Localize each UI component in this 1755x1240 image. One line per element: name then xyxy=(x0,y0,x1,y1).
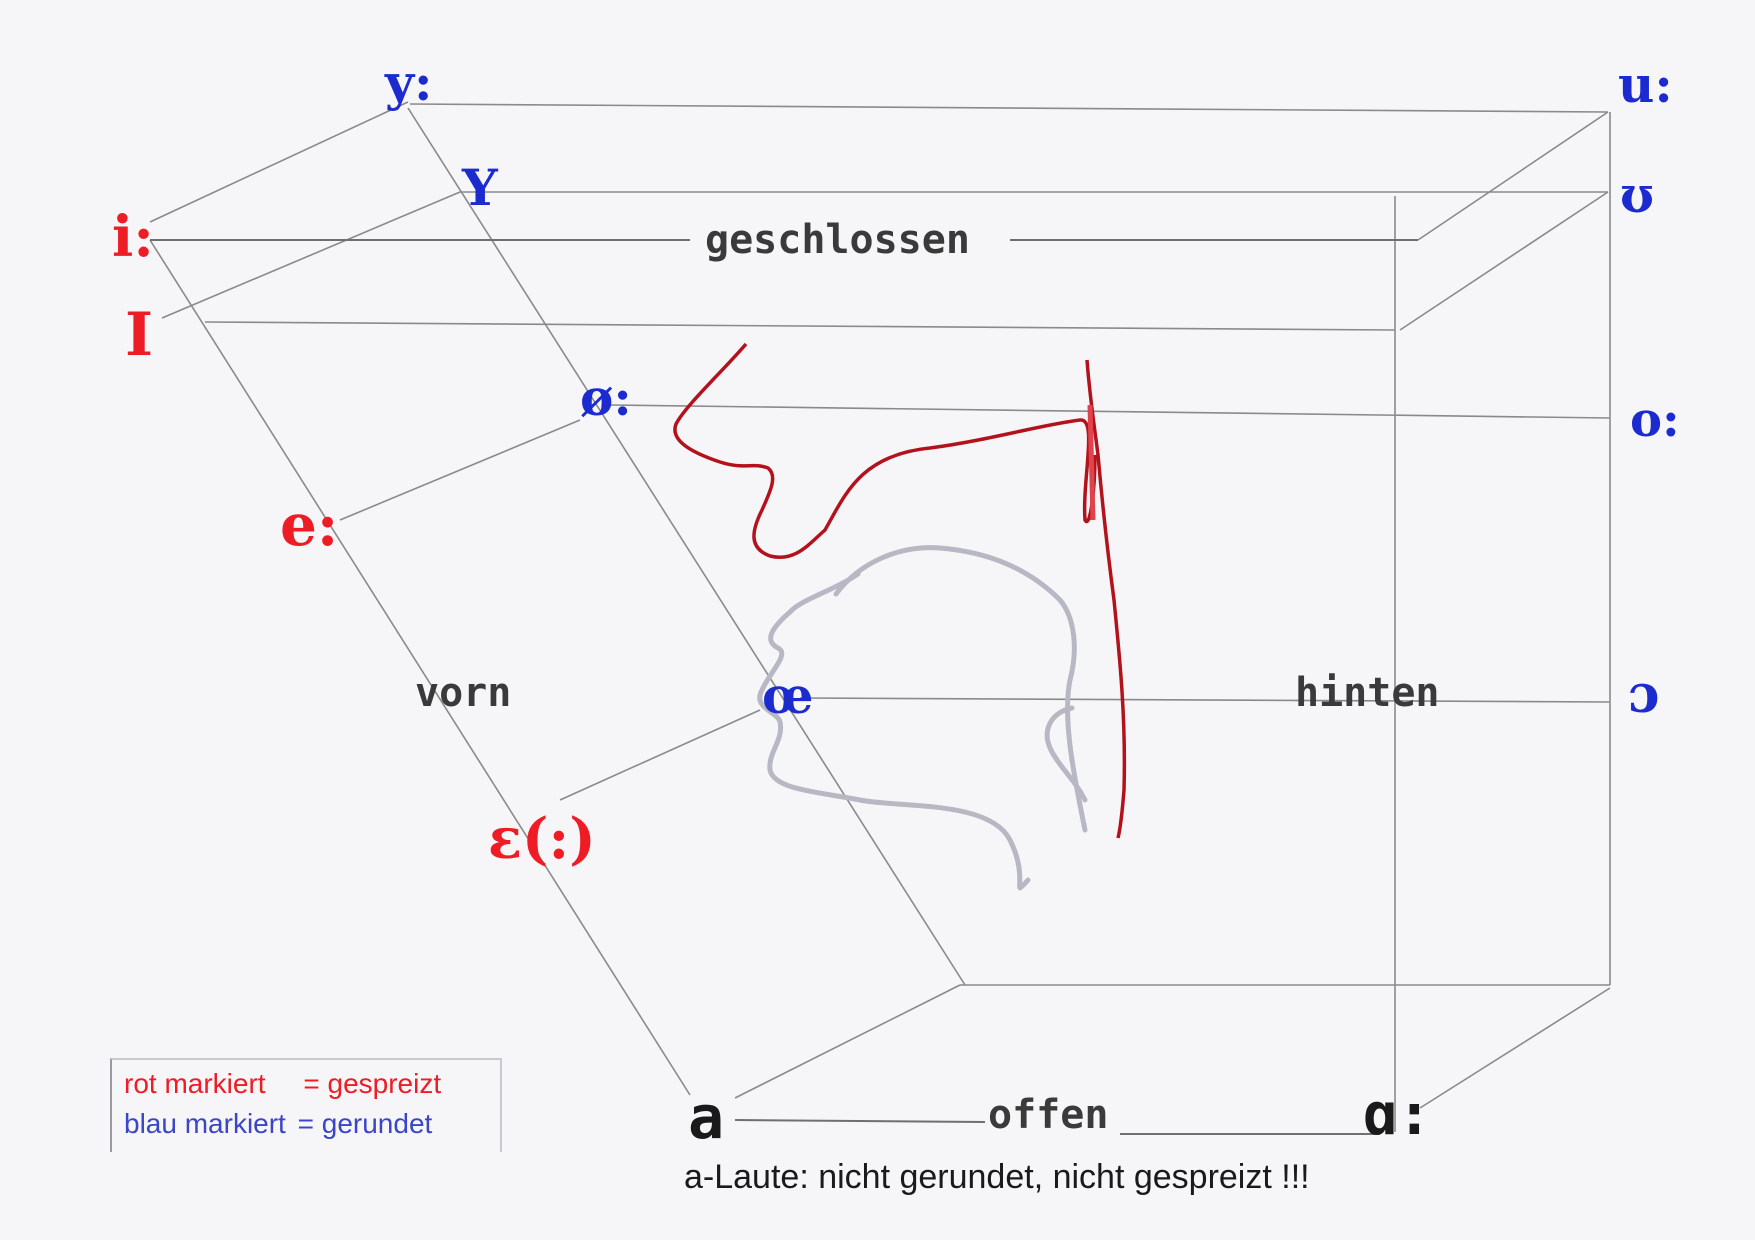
vowel-u-long: u: xyxy=(1618,55,1673,114)
vowel-symbols: i: y: Y I ø: e: œ ε(:) a ɑ: u: ʊ o: ɔ xyxy=(112,53,1680,1153)
edge-e-to-oe xyxy=(339,419,581,521)
legend-row-rounded: blau markiert = gerundet xyxy=(124,1108,432,1140)
palate-path xyxy=(673,342,1097,559)
label-geschlossen: geschlossen xyxy=(705,217,970,263)
vowel-oe-ligature: œ xyxy=(762,666,813,725)
label-hinten: hinten xyxy=(1295,670,1440,716)
edge-top-right-diag xyxy=(1417,111,1609,241)
edge-front-left xyxy=(149,239,691,1096)
legend-red-label: rot markiert xyxy=(124,1068,266,1099)
edge-o-row xyxy=(609,404,1611,419)
vowel-open-o: ɔ xyxy=(1628,664,1660,725)
edge-a-front xyxy=(734,984,961,1099)
edge-I-to-Y xyxy=(161,191,461,319)
footnote-a-sounds: a-Laute: nicht gerundet, nicht gespreizt… xyxy=(684,1158,1310,1196)
vowel-i-long: i: xyxy=(112,204,154,270)
edge-bottom-right-diag xyxy=(1419,987,1611,1109)
label-vorn: vorn xyxy=(415,670,511,716)
edge-eps-to-oelig xyxy=(559,709,761,801)
vowel-upsilon: ʊ xyxy=(1620,165,1654,224)
legend-row-spread: rot markiert = gespreizt xyxy=(124,1068,441,1100)
pharynx-wall-path xyxy=(1085,359,1127,839)
edge-top-back xyxy=(409,103,1609,113)
axis-labels: geschlossen offen vorn hinten xyxy=(415,217,1440,1138)
head-profile-outline xyxy=(757,545,1088,891)
palate-outline xyxy=(673,342,1127,839)
vowel-Y-short: Y xyxy=(461,158,499,217)
label-offen: offen xyxy=(988,1092,1108,1138)
tongue-back-path xyxy=(833,545,1088,833)
vowel-e-long: e: xyxy=(280,491,338,559)
velum-marker xyxy=(1087,404,1096,521)
legend-blue-value: = gerundet xyxy=(297,1108,433,1139)
edge-I-row xyxy=(204,321,1396,331)
edge-rounded-column xyxy=(407,107,966,986)
vowel-alpha-long: ɑ: xyxy=(1362,1080,1432,1148)
vowel-o-long: o: xyxy=(1630,392,1680,448)
epiglottis-path xyxy=(1044,705,1088,803)
edge-i-to-y xyxy=(149,101,409,223)
edge-offen-left xyxy=(734,1119,986,1123)
face-profile-path xyxy=(757,571,1031,891)
legend-blue-label: blau markiert xyxy=(124,1108,286,1139)
vowel-box-frame xyxy=(149,101,1611,1135)
edge-mid-right-diag xyxy=(1399,191,1609,331)
vowel-epsilon: ε(:) xyxy=(488,806,596,872)
edge-open-o-row xyxy=(799,697,1611,703)
vowel-oe-long: ø: xyxy=(580,368,632,427)
legend-red-value: = gespreizt xyxy=(303,1068,442,1099)
vowel-I-short: I xyxy=(125,300,153,370)
vowel-y-long: y: xyxy=(384,53,433,112)
vowel-a: a xyxy=(688,1083,724,1153)
legend: rot markiert = gespreizt blau markiert =… xyxy=(110,1058,502,1152)
